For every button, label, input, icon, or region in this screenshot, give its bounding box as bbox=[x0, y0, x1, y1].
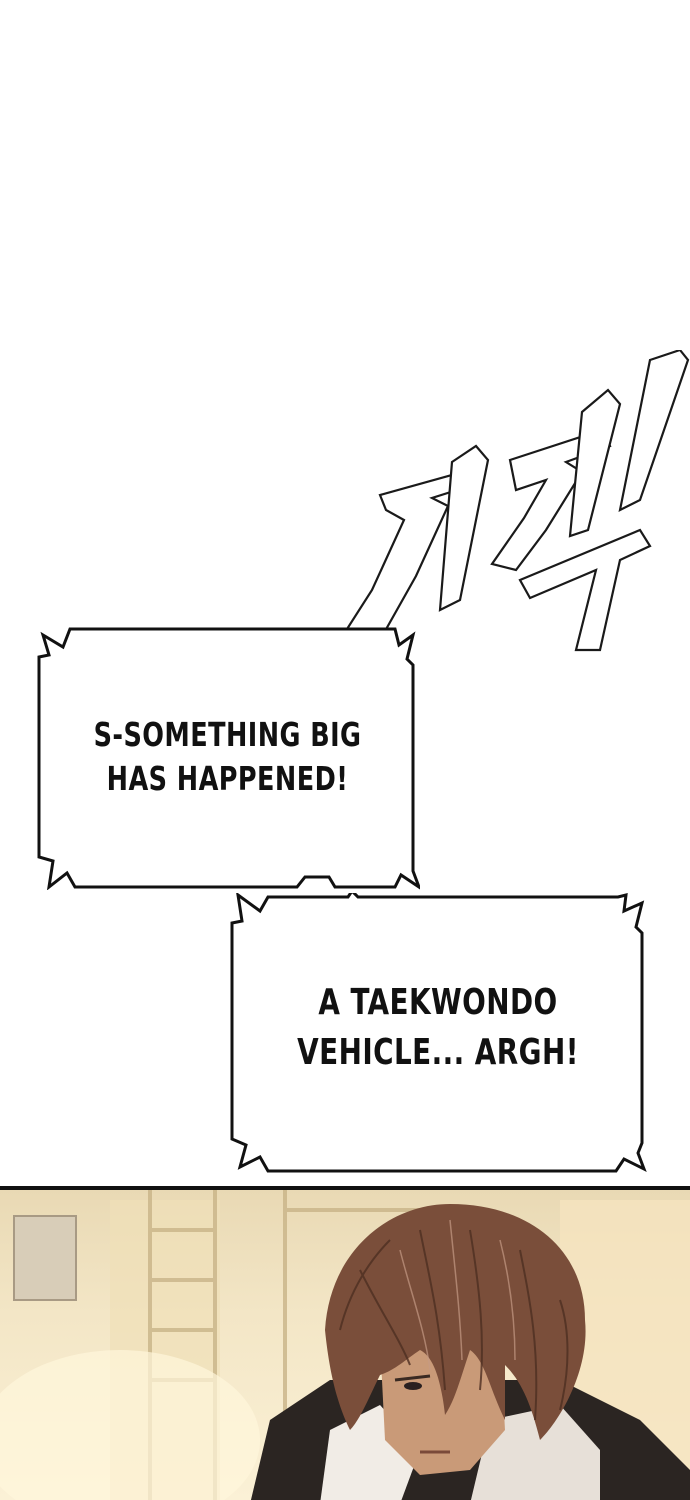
bubble-1-line-2: HAS HAPPENED! bbox=[106, 759, 349, 798]
sfx-lettering bbox=[337, 348, 690, 652]
bubble-outline bbox=[230, 893, 647, 1173]
bubble-2-line-1: A TAEKWONDO bbox=[318, 982, 558, 1023]
speech-bubble-1: S-SOMETHING BIG HAS HAPPENED! bbox=[35, 625, 420, 890]
bubble-outline bbox=[37, 627, 420, 890]
sound-effect bbox=[320, 348, 690, 670]
bubble-2-line-2: VEHICLE... ARGH! bbox=[297, 1032, 579, 1073]
bubble-1-text: S-SOMETHING BIG HAS HAPPENED! bbox=[62, 713, 393, 801]
character-illustration bbox=[0, 1190, 690, 1500]
speech-bubble-2: A TAEKWONDO VEHICLE... ARGH! bbox=[228, 893, 648, 1173]
bubble-2-text: A TAEKWONDO VEHICLE... ARGH! bbox=[257, 978, 618, 1078]
bubble-1-line-1: S-SOMETHING BIG bbox=[93, 715, 362, 754]
illustration-panel bbox=[0, 1186, 690, 1500]
